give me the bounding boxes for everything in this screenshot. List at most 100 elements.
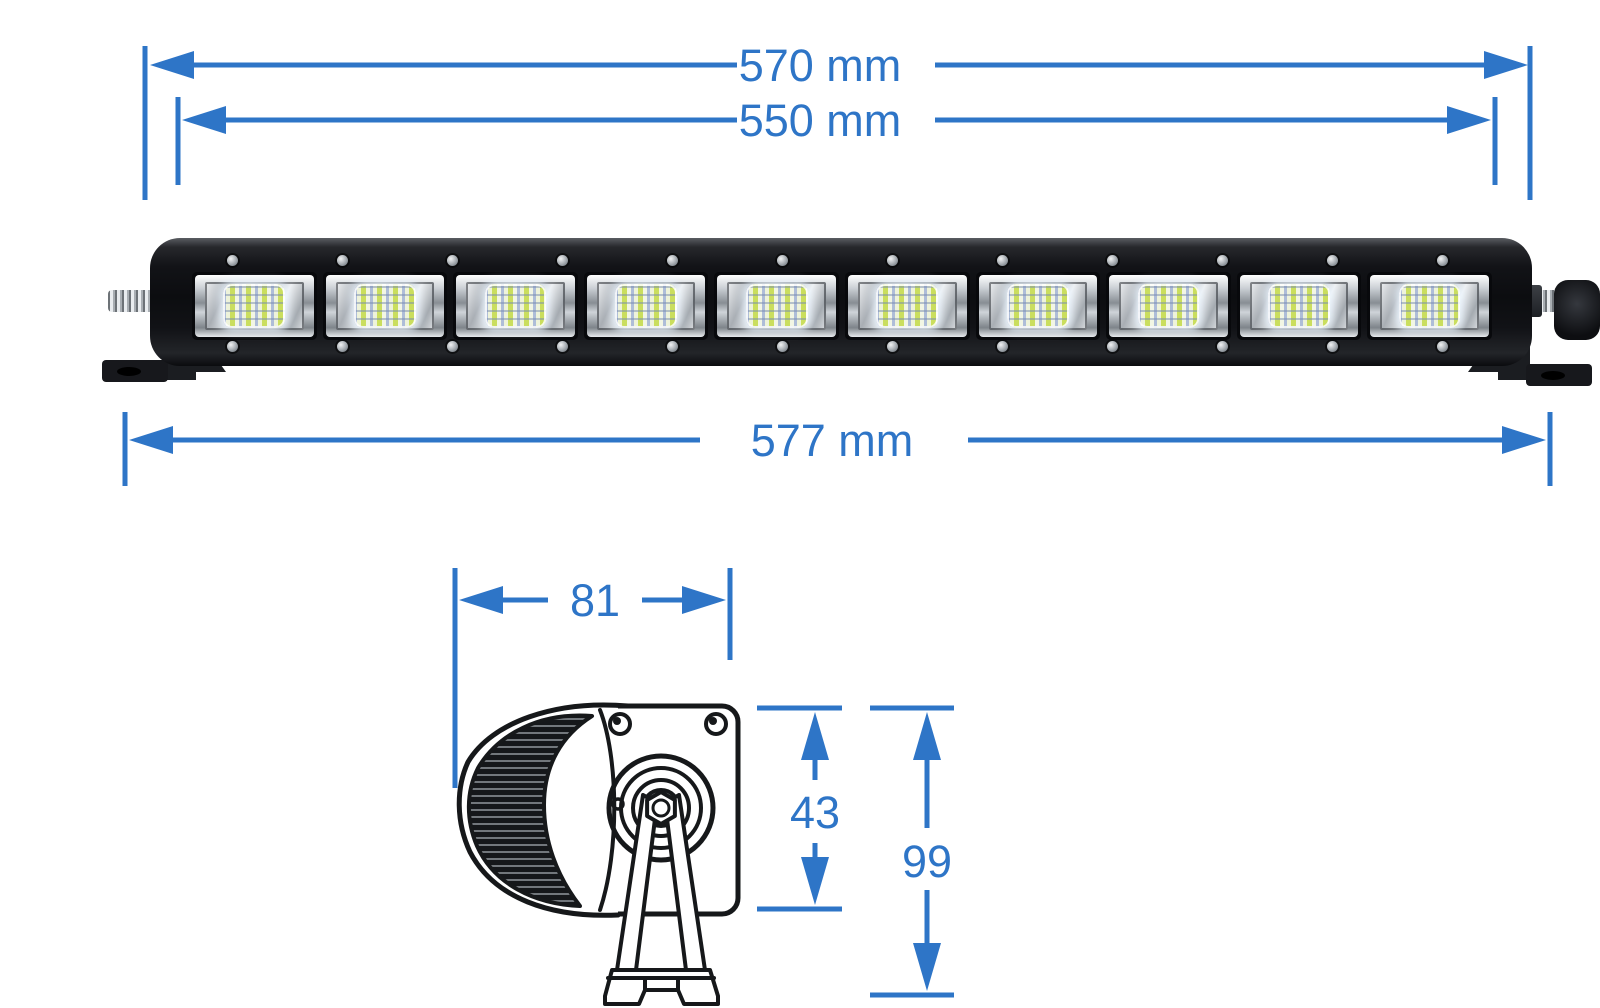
led-segment <box>583 272 709 340</box>
rivet-screw <box>337 341 348 352</box>
rivet-screw <box>667 255 678 266</box>
screw-hole-icon <box>608 712 632 736</box>
rivet-screw <box>1327 255 1338 266</box>
led-segment <box>192 272 317 340</box>
dimension-label-99: 99 <box>902 836 952 887</box>
rivet-screw <box>227 255 238 266</box>
chrome-bezel <box>586 275 706 337</box>
mounting-bolt-left <box>108 290 156 312</box>
dimension-99: 99 <box>870 705 954 998</box>
pivot-set-screw <box>611 797 625 811</box>
rivet-screw <box>887 341 898 352</box>
chrome-bezel <box>1239 275 1359 337</box>
dimension-label-550: 550 mm <box>739 95 902 146</box>
pivot-ring <box>631 778 691 838</box>
led-segment <box>1367 272 1492 340</box>
dimension-550mm: 550 mm <box>175 95 1498 185</box>
arrowhead-left-icon <box>182 106 226 134</box>
led-segment <box>1106 272 1231 340</box>
rivet-screw <box>557 255 568 266</box>
dimension-label-577: 577 mm <box>751 415 914 466</box>
bracket-foot-outline <box>603 968 720 1006</box>
chrome-bezel <box>195 275 314 337</box>
dimension-81: 81 <box>452 568 733 788</box>
led-chip-array <box>1007 284 1069 328</box>
rivet-screw <box>997 255 1008 266</box>
side-lens-outline <box>456 702 631 918</box>
arrowhead-left-icon <box>459 586 503 614</box>
chrome-bezel <box>978 275 1098 337</box>
hex-nut-icon <box>645 790 677 826</box>
rivet-screw <box>447 255 458 266</box>
chrome-bezel <box>1370 275 1489 337</box>
arrowhead-left-icon <box>150 51 194 79</box>
rivet-screw <box>887 255 898 266</box>
pivot-ring-outer <box>606 753 716 863</box>
rivet-screw <box>1107 255 1118 266</box>
screw-hole-dot <box>613 717 621 725</box>
led-chip-array <box>1268 284 1330 328</box>
arrowhead-down-icon <box>801 857 829 905</box>
rivet-screw <box>227 341 238 352</box>
led-segment <box>322 272 448 340</box>
chrome-bezel <box>717 275 836 337</box>
rivet-screw <box>777 341 788 352</box>
dimension-label-43: 43 <box>790 787 840 838</box>
dimension-label-570: 570 mm <box>739 40 902 91</box>
arrowhead-up-icon <box>913 712 941 760</box>
bracket-foot-right <box>1526 364 1592 386</box>
led-chip-array <box>484 284 547 328</box>
rivet-screw <box>1217 255 1228 266</box>
chrome-bezel <box>325 275 445 337</box>
hex-nut-bore <box>651 798 671 818</box>
dimension-43: 43 <box>757 705 842 912</box>
rivet-screw <box>1437 341 1448 352</box>
led-chip-array <box>354 284 416 328</box>
rivet-screw <box>667 341 678 352</box>
led-chip-array <box>745 284 808 328</box>
bracket-slot-hole <box>1541 371 1565 380</box>
led-chip-array <box>876 284 939 328</box>
arrowhead-right-icon <box>1447 106 1491 134</box>
bracket-slot-hole <box>117 367 141 376</box>
arrowhead-right-icon <box>1484 51 1528 79</box>
led-chip-array <box>223 284 286 328</box>
screw-hole-dot <box>709 717 717 725</box>
rivet-screw <box>1327 341 1338 352</box>
led-segment <box>1236 272 1362 340</box>
arrowhead-up-icon <box>801 712 829 760</box>
screw-hole-icon <box>704 712 728 736</box>
led-segment <box>975 272 1101 340</box>
rivet-screw <box>557 341 568 352</box>
led-segment <box>714 272 839 340</box>
arrowhead-right-icon <box>1502 426 1546 454</box>
arrowhead-left-icon <box>129 426 173 454</box>
rivet-screw <box>1217 341 1228 352</box>
chrome-bezel <box>456 275 575 337</box>
rivet-screw <box>777 255 788 266</box>
dimension-570mm: 570 mm <box>142 40 1533 200</box>
led-segment-row <box>192 272 1492 340</box>
arrowhead-right-icon <box>682 586 726 614</box>
arrowhead-down-icon <box>913 943 941 991</box>
rivet-screw <box>447 341 458 352</box>
chrome-bezel <box>847 275 967 337</box>
rivet-screw <box>1107 341 1118 352</box>
rivet-screw <box>337 255 348 266</box>
led-segment <box>844 272 970 340</box>
bracket-foot-left <box>102 360 168 382</box>
rivet-screw <box>997 341 1008 352</box>
side-view-drawing <box>456 702 741 1006</box>
side-lens-hatch <box>466 713 594 908</box>
led-light-bar-front-view <box>100 232 1600 397</box>
led-chip-array <box>1398 284 1461 328</box>
dimension-577mm: 577 mm <box>122 412 1553 486</box>
led-segment <box>453 272 578 340</box>
rivet-screw <box>1437 255 1448 266</box>
pivot-boss-right <box>1554 280 1600 340</box>
dimension-label-81: 81 <box>570 575 620 626</box>
led-chip-array <box>1137 284 1200 328</box>
led-chip-array <box>615 284 677 328</box>
